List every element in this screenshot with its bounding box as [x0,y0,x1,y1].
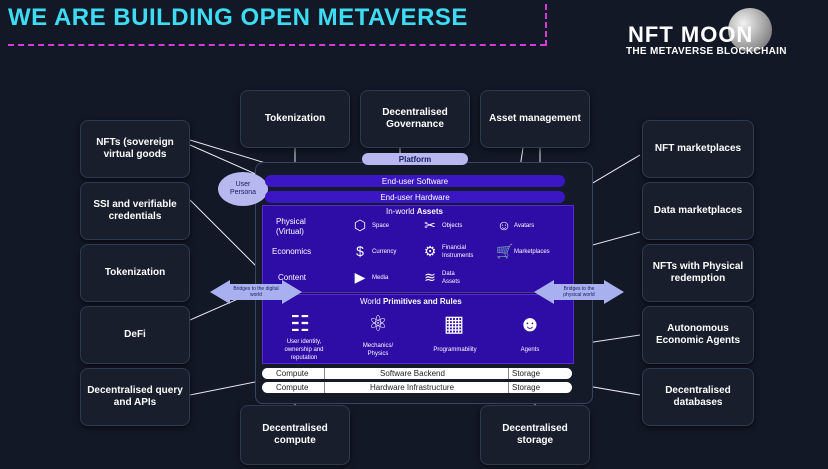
asset-currency: Currency [372,249,397,255]
assets-title: In-world Assets [386,207,443,216]
row-label-physical: Physical (Virtual) [276,217,306,236]
primitive-identity: User identity, ownership and reputation [284,339,324,361]
asset-avatars: Avatars [514,223,535,229]
gear-icon: ⚙ [423,243,437,259]
asset-data: Data Assets [442,271,461,285]
user-persona-bubble: User Persona [218,172,268,206]
primitive-mechanics: Mechanics/ Physics [362,343,394,357]
agent-icon: ☻ [518,311,542,336]
row-label-economics: Economics [272,247,312,256]
title-underline [8,44,546,46]
box-top-tokenization: Tokenization [240,90,350,148]
database-icon: ≋ [424,269,436,285]
box-right-databases: Decentralised databases [642,368,754,426]
box-right-nft-marketplaces: NFT marketplaces [642,120,754,178]
asset-space: Space [372,223,390,229]
infra-hardware: Hardware Infrastructure [370,383,455,392]
page-title: WE ARE BUILDING OPEN METAVERSE [8,4,468,31]
cube-icon: ⬡ [353,217,367,233]
avatar-icon: ☺ [496,217,512,233]
infra-divider-4 [508,382,509,393]
infra-software-backend: Software Backend [380,369,445,378]
box-top-asset-management: Asset management [480,90,590,148]
infra-divider-3 [262,382,325,393]
box-right-agents: Autonomous Economic Agents [642,306,754,364]
layer-end-user-hardware: End-user Hardware [265,191,565,203]
box-left-ssi: SSI and verifiable credentials [80,182,190,240]
infra-storage-2: Storage [512,383,541,392]
bridge-physical-arrow [534,280,624,304]
infra-divider-2 [508,368,509,379]
moon-icon [728,8,772,52]
box-bottom-compute: Decentralised compute [240,405,350,465]
identity-icon: ☷ [290,311,310,336]
box-right-data-marketplaces: Data marketplaces [642,182,754,240]
primitives-panel [262,294,574,364]
asset-marketplaces: Marketplaces [514,249,550,255]
cart-icon: 🛒 [496,243,514,259]
box-bottom-storage: Decentralised storage [480,405,590,465]
layer-end-user-software: End-user Software [265,175,565,187]
asset-financial: Financial Instruments [442,245,474,259]
objects-icon: ✂ [424,217,436,233]
primitives-title: World Primitives and Rules [360,297,462,306]
box-top-governance: Decentralised Governance [360,90,470,148]
infra-bar-hardware: Compute Hardware Infrastructure Storage [262,382,572,393]
asset-media: Media [372,275,389,281]
platform-pill: Platform [362,153,468,165]
grid-icon: ▦ [443,311,465,336]
atom-icon: ⚛ [368,311,388,336]
box-right-physical-redemption: NFTs with Physical redemption [642,244,754,302]
infra-bar-software: Compute Software Backend Storage [262,368,572,379]
logo: NFT MOON THE METAVERSE BLOCKCHAIN [620,6,820,66]
infra-divider-1 [262,368,325,379]
primitive-agents: Agents [520,347,540,353]
infra-storage-1: Storage [512,369,541,378]
logo-sub-text: THE METAVERSE BLOCKCHAIN [626,46,787,57]
infra-compute-2: Compute [276,383,309,392]
box-left-nfts: NFTs (sovereign virtual goods [80,120,190,178]
bridge-digital-arrow [210,280,302,304]
infra-compute-1: Compute [276,369,309,378]
logo-main-text: NFT MOON [628,22,754,47]
assets-panel [262,205,574,293]
title-bracket-line [545,4,547,46]
box-left-defi: DeFi [80,306,190,364]
box-left-tokenization: Tokenization [80,244,190,302]
bridge-digital-label: Bridges to the digital world [233,286,279,298]
primitive-programmability: Programmability [433,347,477,353]
play-icon: ▶ [354,269,366,285]
dollar-icon: $ [356,243,364,259]
asset-objects: Objects [442,223,463,229]
bridge-physical-label: Bridges to the physical world [563,286,595,298]
box-left-query: Decentralised query and APIs [80,368,190,426]
row-label-content: Content [278,273,307,282]
